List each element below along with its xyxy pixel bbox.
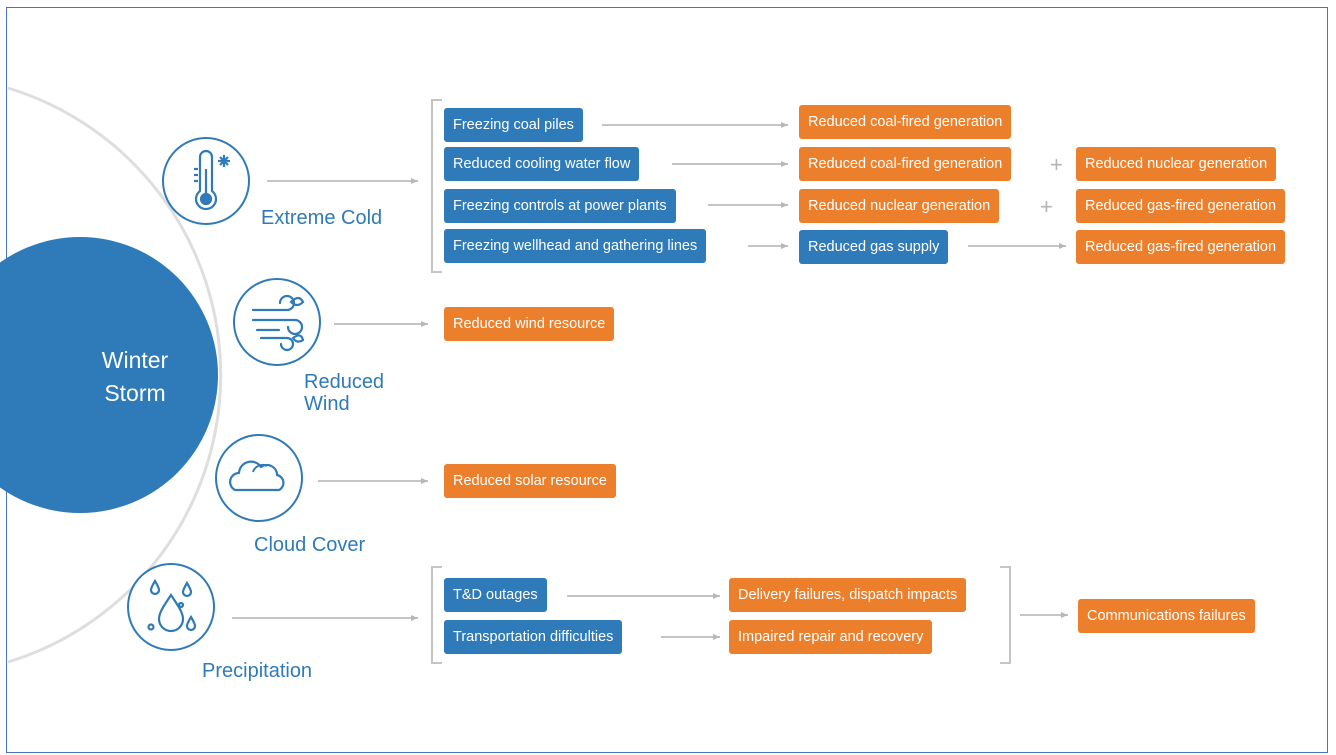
secondary-reduced-gas-2: Reduced gas-fired generation bbox=[1076, 230, 1286, 264]
effect-reduced-nuclear-1: Reduced nuclear generation bbox=[799, 189, 1000, 223]
cause-transportation-difficulties: Transportation difficulties bbox=[444, 620, 623, 654]
raindrops-icon bbox=[147, 578, 197, 633]
extreme-cold-icon-circle bbox=[162, 137, 250, 225]
secondary-reduced-nuclear: Reduced nuclear generation bbox=[1076, 147, 1277, 181]
effect-communications-failures: Communications failures bbox=[1078, 599, 1255, 633]
effect-reduced-gas-supply: Reduced gas supply bbox=[799, 230, 949, 264]
reduced-wind-icon-circle bbox=[233, 278, 321, 366]
thermometer-snowflake-icon bbox=[194, 149, 230, 211]
reduced-wind-label: Reduced Wind bbox=[304, 371, 385, 415]
effect-reduced-solar-resource: Reduced solar resource bbox=[444, 464, 616, 498]
wind-icon bbox=[251, 294, 305, 352]
plus-sign-1: + bbox=[1050, 152, 1063, 177]
cause-freezing-controls: Freezing controls at power plants bbox=[444, 189, 676, 223]
winter-storm-circle bbox=[0, 237, 218, 513]
cause-freezing-wellhead: Freezing wellhead and gathering lines bbox=[444, 229, 707, 263]
effect-reduced-coal-1: Reduced coal-fired generation bbox=[799, 105, 1012, 139]
cloud-cover-label: Cloud Cover bbox=[254, 534, 366, 556]
cold-bracket bbox=[431, 99, 442, 273]
effect-reduced-coal-2: Reduced coal-fired generation bbox=[799, 147, 1012, 181]
extreme-cold-label: Extreme Cold bbox=[261, 207, 383, 229]
effect-impaired-repair: Impaired repair and recovery bbox=[729, 620, 933, 654]
winter-storm-label: Winter Storm bbox=[101, 347, 169, 406]
effect-delivery-failures: Delivery failures, dispatch impacts bbox=[729, 578, 967, 612]
cloud-cover-icon-circle bbox=[215, 434, 303, 522]
cause-reduced-cooling-water: Reduced cooling water flow bbox=[444, 147, 640, 181]
precip-bracket-right bbox=[1000, 566, 1011, 664]
orbit-arc bbox=[7, 86, 223, 664]
precipitation-icon-circle bbox=[127, 563, 215, 651]
precip-bracket-left bbox=[431, 566, 442, 664]
plus-sign-2: + bbox=[1040, 194, 1053, 219]
cloud-icon bbox=[229, 460, 285, 492]
precipitation-label: Precipitation bbox=[202, 660, 313, 682]
cause-freezing-coal-piles: Freezing coal piles bbox=[444, 108, 583, 142]
effect-reduced-wind-resource: Reduced wind resource bbox=[444, 307, 615, 341]
secondary-reduced-gas-1: Reduced gas-fired generation bbox=[1076, 189, 1286, 223]
cause-td-outages: T&D outages bbox=[444, 578, 547, 612]
